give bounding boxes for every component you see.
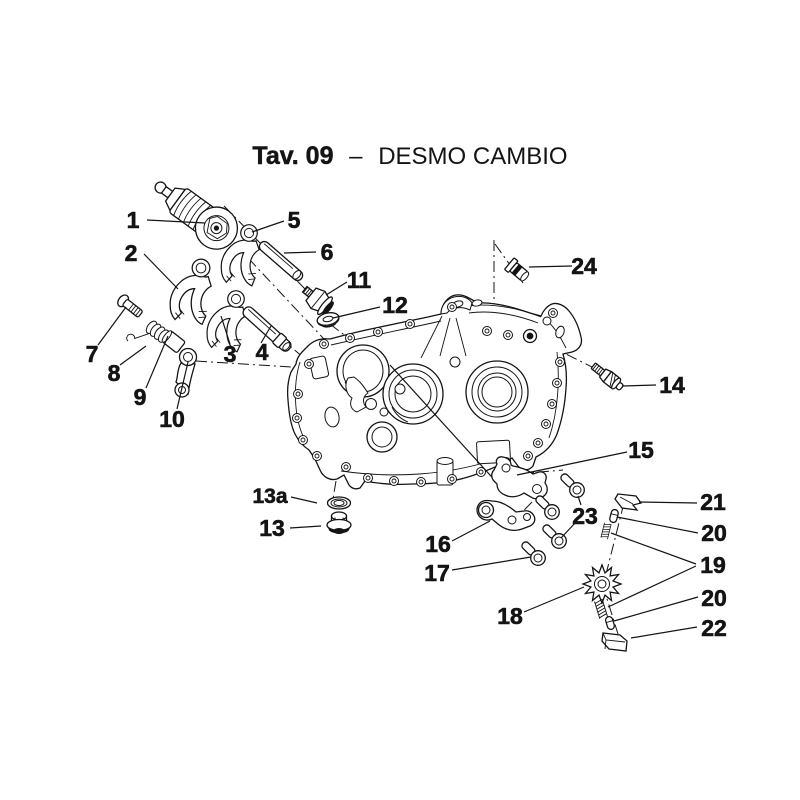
interior-pointer-line xyxy=(389,364,501,487)
part-13-drain-plug xyxy=(326,511,352,535)
callout-1: 1 xyxy=(127,207,140,233)
part-2-shift-fork xyxy=(165,253,218,327)
callout-18: 18 xyxy=(497,603,523,629)
callout-15: 15 xyxy=(628,437,654,463)
callout-23: 23 xyxy=(572,503,598,529)
callout-14: 14 xyxy=(659,372,685,398)
part-9-spring-bush xyxy=(161,330,186,353)
callout-16: 16 xyxy=(425,531,451,557)
title-separator: – xyxy=(349,143,363,170)
part-4-fork-shaft xyxy=(242,306,292,352)
part-16-stopper-bracket xyxy=(476,499,536,531)
callout-7: 7 xyxy=(86,341,99,367)
callout-11: 11 xyxy=(347,267,372,293)
callout-20-lower: 20 xyxy=(701,585,727,611)
title-plate-number: Tav. 09 xyxy=(252,142,333,170)
part-24-bush xyxy=(504,257,530,282)
part-23-bolt-c xyxy=(538,520,570,552)
part-13a-gasket xyxy=(326,496,352,510)
callout-22: 22 xyxy=(701,615,727,641)
callout-10: 10 xyxy=(159,406,185,432)
part-1-selector-drum xyxy=(154,181,239,250)
part-6-fork-shaft xyxy=(258,240,304,282)
callout-2: 2 xyxy=(125,240,138,266)
part-15-bracket-plate xyxy=(491,456,548,500)
part-17-bolt xyxy=(517,537,549,569)
part-21-stop-plate xyxy=(614,493,643,511)
callout-13: 13 xyxy=(259,515,285,541)
callout-12: 12 xyxy=(382,292,408,318)
callout-9: 9 xyxy=(134,384,147,410)
part-20-pin-lower xyxy=(604,615,616,631)
callout-19: 19 xyxy=(700,552,726,578)
page-title: Tav. 09 – DESMO CAMBIO xyxy=(252,142,567,170)
part-23-bolt-a xyxy=(556,469,588,501)
callout-24: 24 xyxy=(571,253,597,279)
callout-13a: 13a xyxy=(252,485,287,508)
part-11-switch xyxy=(301,285,334,316)
part-14-sensor-bolt xyxy=(590,362,624,391)
callout-20-upper: 20 xyxy=(701,520,727,546)
callout-21: 21 xyxy=(700,489,726,515)
callout-5: 5 xyxy=(288,207,301,233)
part-22-slider-block xyxy=(601,632,628,652)
part-7-screw xyxy=(117,294,143,318)
part-19-spring-upper xyxy=(600,522,612,540)
crankcase-drawing xyxy=(286,294,583,490)
leader-lines xyxy=(97,219,699,639)
title-table-name: DESMO CAMBIO xyxy=(378,143,567,170)
callout-4: 4 xyxy=(256,339,269,365)
part-20-pin-upper xyxy=(608,508,620,524)
part-10-selector-link xyxy=(174,347,198,398)
callout-8: 8 xyxy=(108,360,121,386)
callout-3: 3 xyxy=(224,341,237,367)
callout-17: 17 xyxy=(424,560,450,586)
part-18-detent-star xyxy=(581,563,623,605)
callout-6: 6 xyxy=(321,239,334,265)
